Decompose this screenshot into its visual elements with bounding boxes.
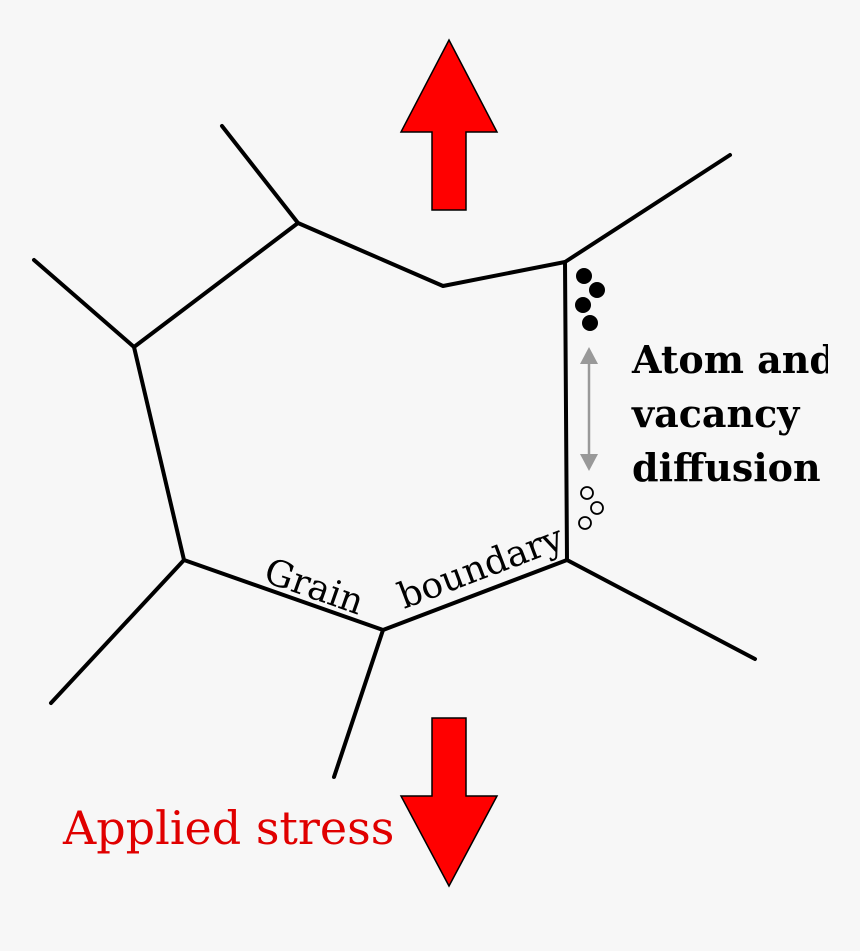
grain-outline bbox=[132, 221, 569, 632]
atom-icon bbox=[582, 315, 598, 331]
diffusion-arrow-icon bbox=[580, 347, 598, 471]
diffusion-label-line3: diffusion bbox=[632, 445, 821, 490]
vacancy-icon bbox=[590, 501, 604, 515]
vacancy-cluster bbox=[578, 486, 604, 530]
grain-boundary-branch bbox=[565, 558, 757, 661]
atom-icon bbox=[575, 297, 591, 313]
diffusion-label: Atom and vacancy diffusion bbox=[631, 337, 836, 490]
applied-stress-label: Applied stress bbox=[62, 801, 394, 855]
atom-icon bbox=[576, 268, 592, 284]
grain-boundary-network bbox=[32, 124, 757, 779]
diffusion-label-line2: vacancy bbox=[631, 391, 800, 436]
atom-cluster bbox=[575, 268, 605, 331]
vacancy-icon bbox=[580, 486, 594, 500]
grain-boundary-branch bbox=[220, 124, 300, 225]
stress-arrow-down-icon bbox=[399, 717, 499, 888]
grain-label: Grain bbox=[259, 551, 369, 624]
grain-boundary-branch bbox=[332, 628, 385, 779]
stress-arrow-up-icon bbox=[399, 38, 499, 211]
vacancy-icon bbox=[578, 516, 592, 530]
grain-boundary-branch bbox=[32, 258, 136, 349]
atom-icon bbox=[589, 282, 605, 298]
grain-boundary-branch bbox=[563, 153, 732, 264]
grain-boundary-branch bbox=[49, 558, 186, 705]
diffusion-label-line1: Atom and bbox=[631, 337, 836, 382]
